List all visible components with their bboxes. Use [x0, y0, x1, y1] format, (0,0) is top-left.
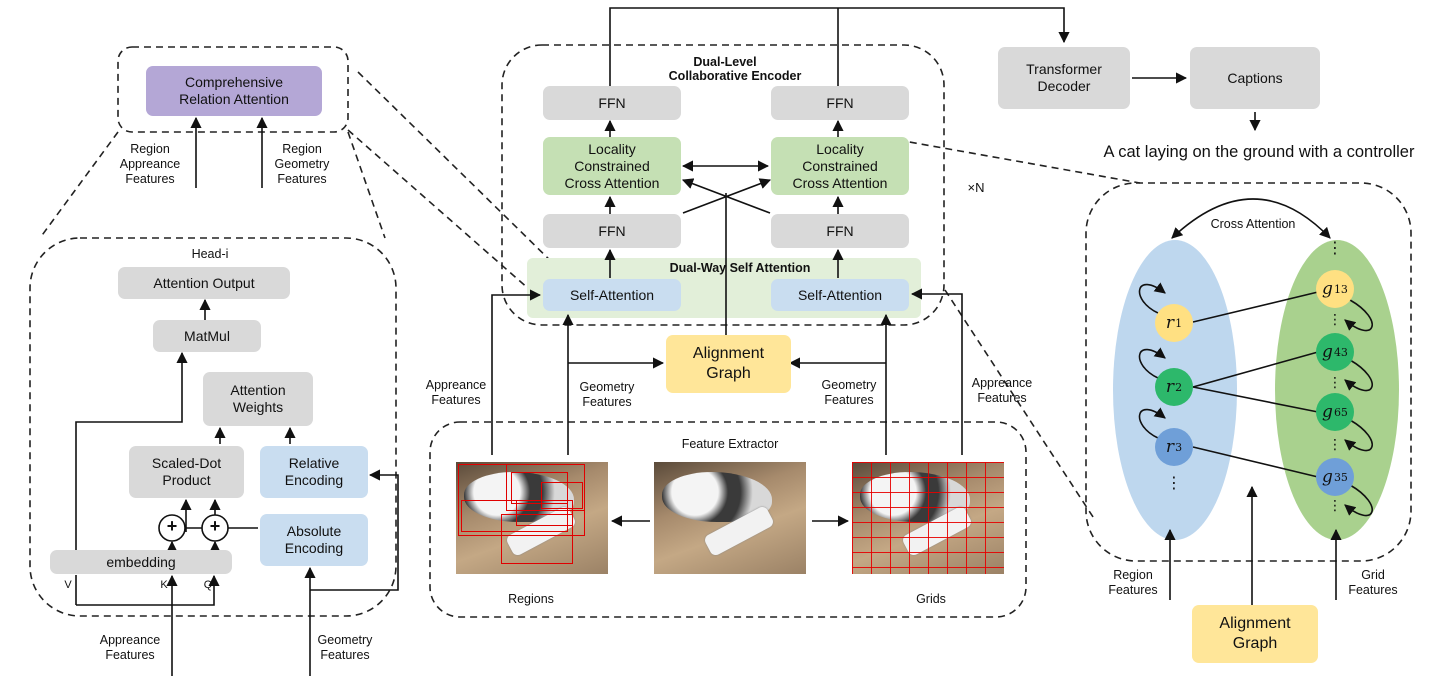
dual-way-label: Dual-Way Self Attention: [669, 261, 811, 275]
g-dots-2: ⋮: [1328, 374, 1342, 390]
node-r1-sub: 1: [1175, 316, 1183, 330]
appearance-right-label: Appreance Features: [971, 376, 1033, 405]
feature-extractor-label: Feature Extractor: [681, 437, 779, 451]
regions-label: Regions: [508, 592, 554, 606]
self-attention-right: Self-Attention: [771, 279, 909, 311]
grid-features-label: Grid Features: [1348, 568, 1398, 597]
geometry-right-label: Geometry Features: [821, 378, 877, 407]
encoder-dashed-frame: [501, 44, 945, 326]
node-g43-base: g: [1322, 342, 1333, 362]
node-g13-sub: 13: [1333, 282, 1348, 296]
node-r3-base: r: [1165, 437, 1175, 457]
q-label: Q: [203, 579, 213, 591]
captions-box: Captions: [1190, 47, 1320, 109]
regions-image: [456, 462, 608, 574]
grids-image: [852, 462, 1004, 574]
right-graph-frame: [1085, 182, 1412, 562]
node-g65-sub: 65: [1333, 405, 1348, 419]
geometry-left-label: Geometry Features: [579, 380, 635, 409]
ffn-top-left: FFN: [543, 86, 681, 120]
node-g35-sub: 35: [1333, 470, 1348, 484]
node-g43-sub: 43: [1333, 345, 1348, 359]
g-dots-1: ⋮: [1328, 311, 1342, 327]
feature-extractor-frame: [429, 421, 1027, 618]
node-r2-base: r: [1165, 377, 1175, 397]
appearance-left-label: Appreance Features: [425, 378, 487, 407]
attention-weights-box: Attention Weights: [203, 372, 313, 426]
region-geometry-label: Region Geometry Features: [274, 142, 330, 186]
alignment-graph-center: Alignment Graph: [666, 335, 791, 393]
g-dots-top: ⋮: [1327, 240, 1343, 257]
region-appearance-label: Region Appreance Features: [119, 142, 181, 186]
region-features-label: Region Features: [1108, 568, 1158, 597]
head-dashed-frame: [29, 237, 397, 617]
lcca-left: Locality Constrained Cross Attention: [543, 137, 681, 195]
plus-right: +: [209, 516, 221, 536]
k-label: K: [160, 579, 168, 591]
plus-left: +: [166, 516, 178, 536]
node-r2-sub: 2: [1175, 380, 1183, 394]
appearance-features-label: Appreance Features: [99, 633, 161, 662]
node-g65-base: g: [1322, 402, 1333, 422]
ffn-top-right: FFN: [771, 86, 909, 120]
self-attention-left: Self-Attention: [543, 279, 681, 311]
caption-text: A cat laying on the ground with a contro…: [1103, 143, 1415, 161]
grids-label: Grids: [916, 592, 946, 606]
g-dots-3: ⋮: [1328, 436, 1342, 452]
cross-attention-label: Cross Attention: [1210, 217, 1296, 231]
geometry-features-label: Geometry Features: [317, 633, 373, 662]
head-label: Head-i: [191, 247, 229, 261]
encoder-title-2: Collaborative Encoder: [668, 69, 802, 83]
node-g13-base: g: [1322, 279, 1333, 299]
alignment-graph-right: Alignment Graph: [1192, 605, 1318, 663]
ffn-mid-left: FFN: [543, 214, 681, 248]
lcca-right: Locality Constrained Cross Attention: [771, 137, 909, 195]
ffn-mid-right: FFN: [771, 214, 909, 248]
relative-encoding-box: Relative Encoding: [260, 446, 368, 498]
original-image: [654, 462, 806, 574]
attention-output-box: Attention Output: [118, 267, 290, 299]
times-n-label: ×N: [967, 180, 985, 195]
absolute-encoding-box: Absolute Encoding: [260, 514, 368, 566]
node-r1-base: r: [1165, 313, 1175, 333]
g-dots-bottom: ⋮: [1328, 497, 1342, 513]
cra-dashed-frame: [117, 46, 349, 133]
embedding-box: embedding: [50, 550, 232, 574]
plus-circles: [158, 514, 229, 542]
v-label: V: [64, 579, 72, 591]
transformer-decoder-box: Transformer Decoder: [998, 47, 1130, 109]
matmul-box: MatMul: [153, 320, 261, 352]
node-g35-base: g: [1322, 467, 1333, 487]
encoder-title-1: Dual-Level: [693, 55, 757, 69]
cra-box: Comprehensive Relation Attention: [146, 66, 322, 116]
r-dots: ⋮: [1166, 475, 1182, 492]
node-r3-sub: 3: [1175, 440, 1183, 454]
scaled-dot-box: Scaled-Dot Product: [129, 446, 244, 498]
